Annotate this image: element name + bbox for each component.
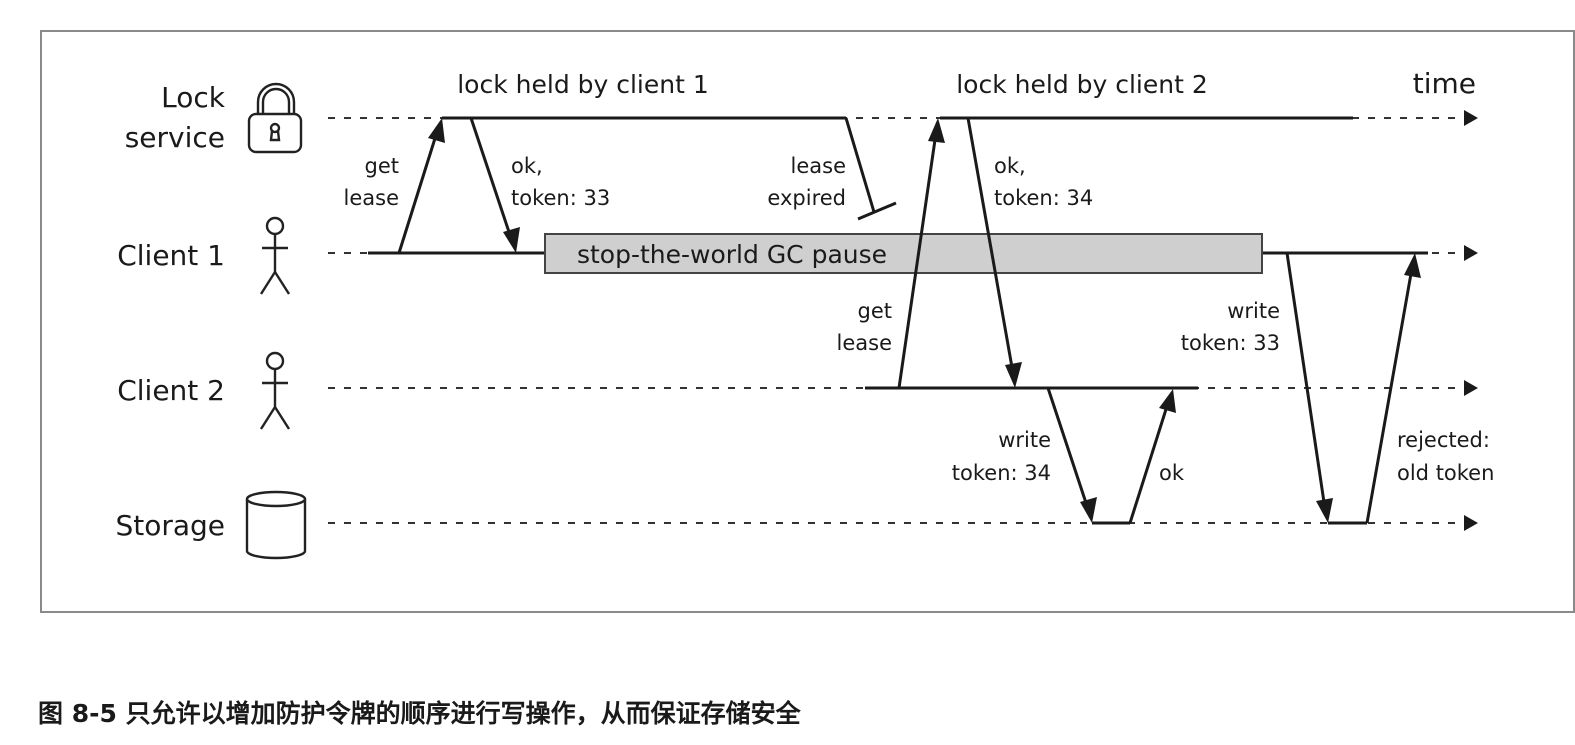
arrow-get-lease-client2 [897,118,945,389]
lane-label-storage: Storage [115,509,225,542]
label-write-token-34-line1: write [998,428,1051,452]
lock-held-client2-label: lock held by client 2 [956,70,1208,99]
arrow-rejected-old-token [1365,253,1421,524]
stick-figure-icon [259,351,291,430]
label-get-lease-2-line2: lease [837,331,892,355]
padlock-icon [247,82,303,154]
database-cylinder-icon [245,490,307,560]
label-write-token-33-line2: token: 33 [1181,331,1280,355]
label-ok-token-33-line2: token: 33 [511,186,610,210]
arrow-ok-token-33 [469,117,520,253]
label-get-lease-1-line2: lease [344,186,399,210]
label-ok-token-34-line1: ok, [994,154,1026,178]
lane-label-client2: Client 2 [117,374,225,407]
client2-timeline [328,380,1478,396]
lane-label-lock-line1: Lock [161,81,226,114]
label-ok-storage: ok [1159,461,1185,485]
label-write-token-33-line1: write [1227,299,1280,323]
figure-caption: 图 8-5 只允许以增加防护令牌的顺序进行写操作，从而保证存储安全 [38,699,801,728]
arrow-write-token-34 [1046,387,1097,523]
lane-label-client1: Client 1 [117,239,225,272]
label-get-lease-1-line1: get [365,154,399,178]
label-rejected-line2: old token [1397,461,1494,485]
storage-timeline [328,515,1478,531]
figure-frame [40,30,1575,613]
label-write-token-34-line2: token: 34 [952,461,1051,485]
label-rejected-line1: rejected: [1397,428,1490,452]
arrow-ok-storage [1128,389,1176,524]
arrow-lease-expired [844,117,897,221]
lock-held-client1-label: lock held by client 1 [457,70,709,99]
label-get-lease-2-line1: get [858,299,892,323]
time-axis-label: time [1413,67,1476,100]
arrow-write-token-33 [1285,252,1333,523]
label-lease-expired-line1: lease [791,154,846,178]
arrow-ok-token-34 [966,117,1022,388]
gc-pause-label: stop-the-world GC pause [577,240,887,269]
label-ok-token-33-line1: ok, [511,154,543,178]
arrow-get-lease-client1 [397,118,445,254]
gc-pause-box [544,233,1263,274]
label-lease-expired-line2: expired [767,186,846,210]
label-ok-token-34-line2: token: 34 [994,186,1093,210]
stick-figure-icon [259,216,291,295]
lane-label-lock-line2: service [125,121,225,154]
